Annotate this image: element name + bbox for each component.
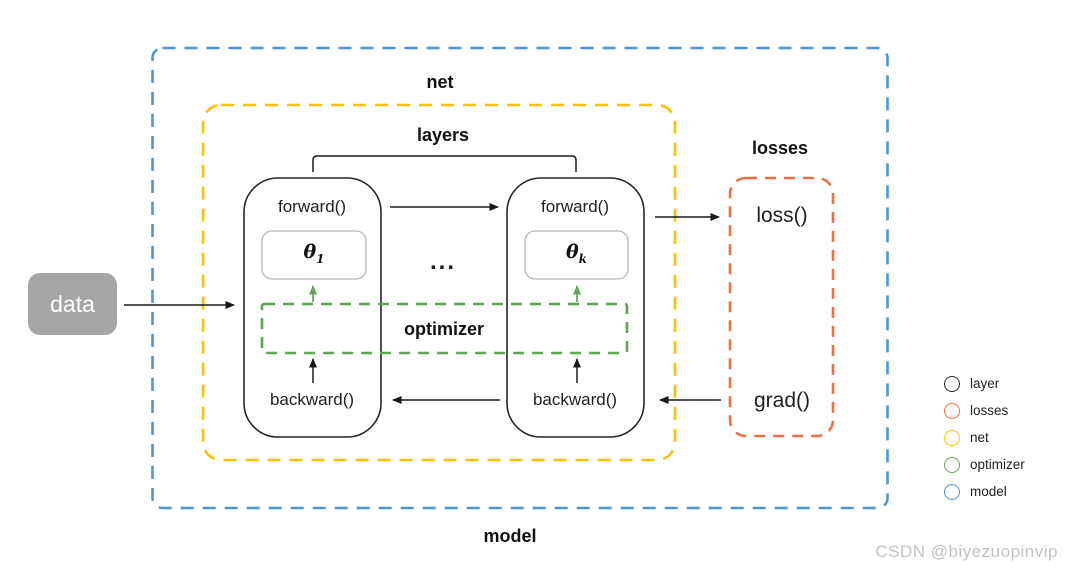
layer2-forward-label: forward() [540, 197, 609, 216]
optimizer-color-swatch-icon [944, 456, 960, 473]
theta1-subscript: 1 [316, 251, 325, 266]
loss-fn-label: loss() [756, 204, 808, 227]
layer1-forward-label: forward() [277, 197, 346, 216]
losses-title: losses [751, 138, 809, 158]
watermark: CSDN @biyezuopinvip [875, 542, 1058, 561]
thetak-symbol: θ [565, 241, 579, 263]
losses-color-swatch-icon [944, 402, 960, 419]
legend-item-layer: layer [944, 370, 1025, 397]
model-boundary [151, 46, 889, 510]
layer1-param-label: θ1 [262, 241, 366, 266]
model-color-swatch-icon [944, 483, 960, 500]
legend-label: optimizer [970, 457, 1025, 472]
data-box: data [28, 273, 117, 335]
layer2-box [506, 177, 645, 438]
layer1-backward-label: backward() [269, 390, 355, 409]
optimizer-boundary [260, 302, 629, 355]
legend: layer losses net optimizer model [944, 370, 1025, 505]
model-title: model [483, 526, 537, 546]
legend-item-model: model [944, 478, 1025, 505]
thetak-subscript: k [578, 251, 587, 266]
legend-item-losses: losses [944, 397, 1025, 424]
legend-label: losses [970, 403, 1009, 418]
grad-fn-label: grad() [753, 389, 811, 412]
layers-bracket [312, 155, 577, 172]
layer2-backward-label: backward() [532, 390, 618, 409]
layers-ellipsis: ... [429, 248, 456, 275]
losses-boundary [728, 176, 835, 438]
theta1-symbol: θ [303, 241, 317, 263]
legend-label: model [970, 484, 1007, 499]
legend-item-optimizer: optimizer [944, 451, 1025, 478]
net-title: net [426, 72, 454, 92]
legend-label: layer [970, 376, 1000, 391]
legend-label: net [970, 430, 989, 445]
data-label: data [50, 290, 95, 317]
net-boundary [201, 103, 677, 462]
layers-title: layers [416, 125, 470, 145]
layer1-box [243, 177, 382, 438]
layer2-param-label: θk [525, 241, 628, 266]
optimizer-label: optimizer [403, 319, 484, 339]
thetak-box [524, 230, 629, 280]
theta1-box [261, 230, 367, 280]
legend-item-net: net [944, 424, 1025, 451]
net-color-swatch-icon [944, 429, 960, 446]
layer-color-swatch-icon [944, 375, 960, 392]
